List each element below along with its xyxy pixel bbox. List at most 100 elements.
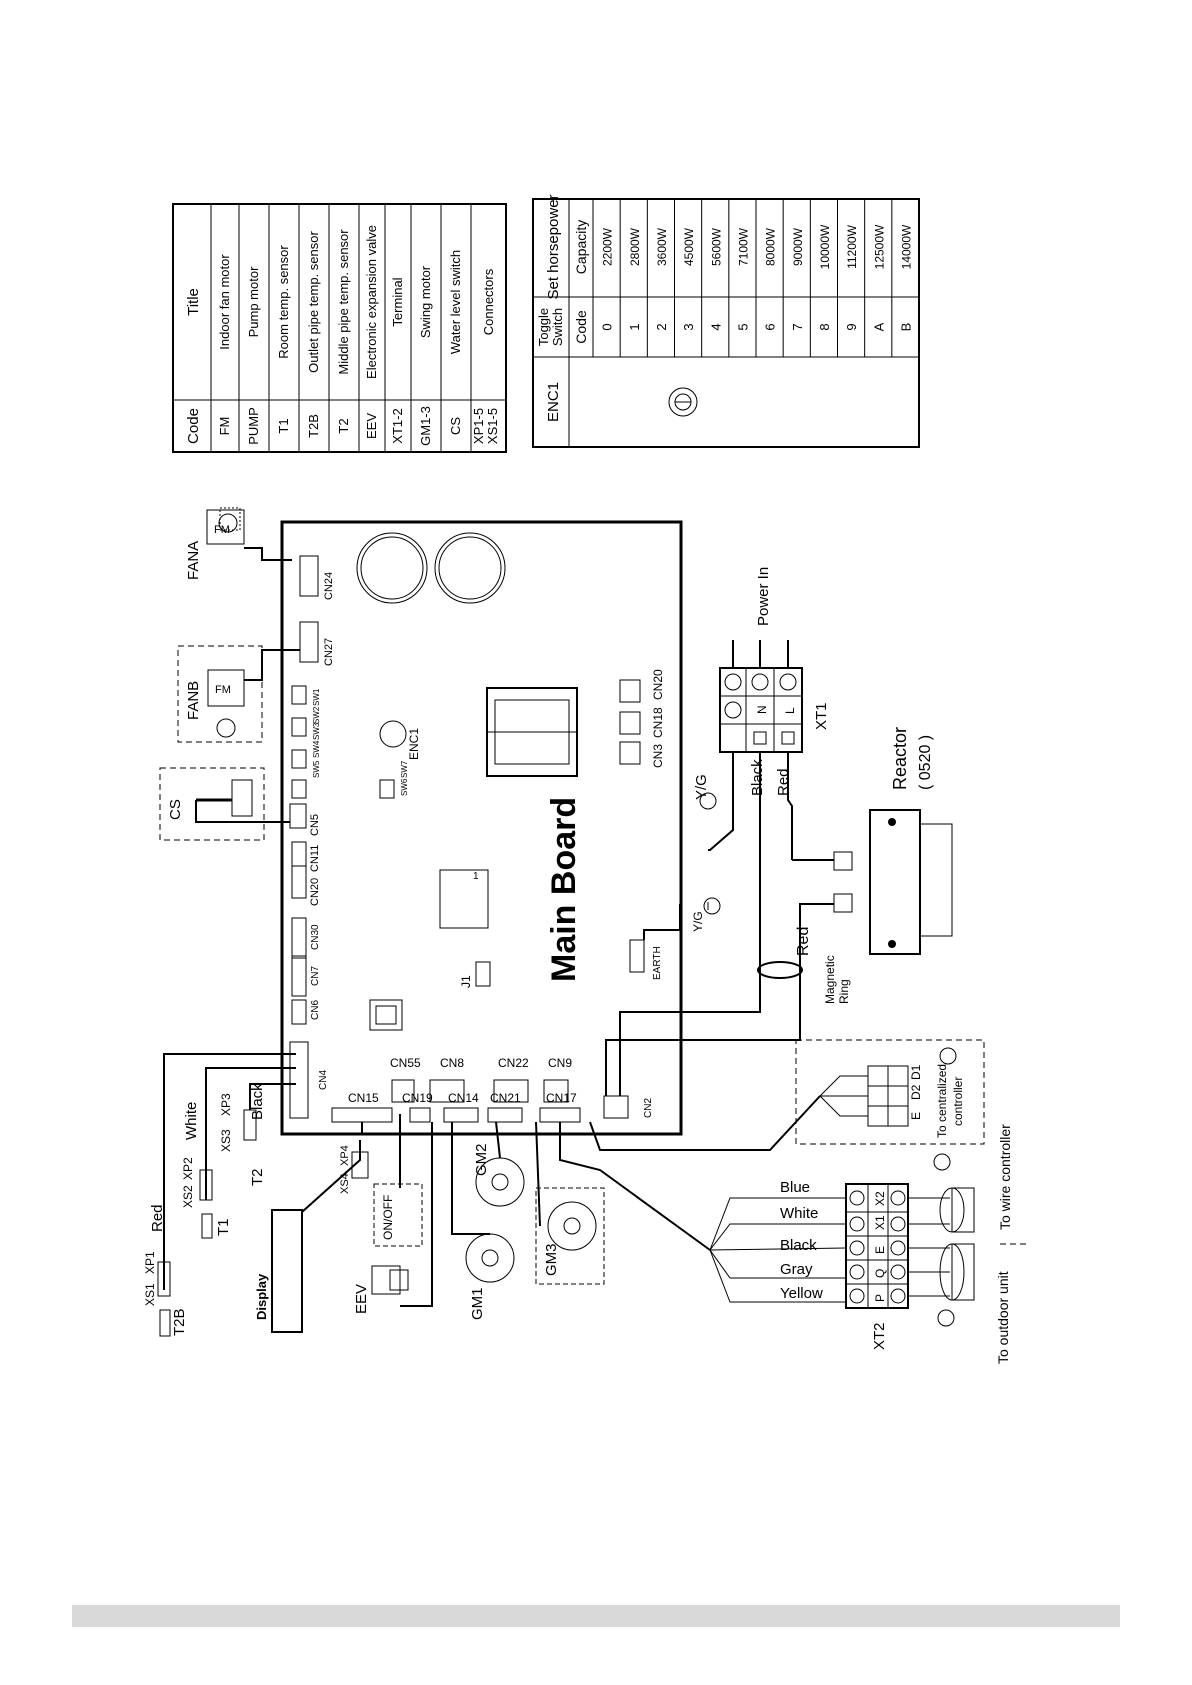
- svg-text:CN21: CN21: [490, 1091, 521, 1105]
- cn27-connector: CN27: [299, 621, 335, 666]
- code-subheader: Code: [573, 310, 589, 344]
- capacity-cell: 2200W: [601, 227, 615, 266]
- svg-text:1: 1: [473, 871, 479, 882]
- set-horsepower-header: Set horsepower: [545, 194, 562, 299]
- power-in-label: Power In: [755, 567, 772, 626]
- svg-text:CN2: CN2: [643, 1098, 654, 1118]
- earth-terminal: EARTH Y/G: [629, 897, 721, 980]
- title-cell: Swing motor: [418, 265, 433, 338]
- svg-text:Blue: Blue: [780, 1179, 810, 1196]
- svg-text:SW7: SW7: [400, 760, 409, 778]
- cn14-connector: CN14: [443, 1091, 479, 1123]
- swing-motor-gm1: GM1: [451, 1122, 515, 1320]
- sensor-t2: Black XS3 XP3 T2: [219, 1083, 296, 1186]
- svg-text:CN19: CN19: [402, 1091, 433, 1105]
- toggle-code-cell: A: [871, 322, 886, 331]
- toggle-code-cell: 2: [654, 323, 669, 330]
- cn2-connector: CN2: [603, 1095, 654, 1119]
- cable-outdoor: To outdoor unit: [908, 1243, 1030, 1364]
- display-board: Display XS4 XP4: [254, 1122, 369, 1333]
- svg-text:CN11: CN11: [309, 845, 321, 872]
- svg-text:CN3: CN3: [651, 744, 665, 768]
- svg-text:To outdoor unit: To outdoor unit: [995, 1271, 1011, 1364]
- svg-text:FANB: FANB: [185, 681, 202, 720]
- svg-text:CN30: CN30: [310, 924, 321, 950]
- svg-text:CN17: CN17: [546, 1091, 577, 1105]
- capacity-cell: 7100W: [736, 227, 750, 266]
- title-cell: Outlet pipe temp. sensor: [306, 231, 321, 373]
- svg-text:CS: CS: [167, 799, 184, 820]
- water-level-switch: CS: [159, 767, 290, 841]
- toggle-code-cell: 5: [735, 323, 750, 330]
- toggle-code-cell: 4: [708, 323, 723, 330]
- svg-text:XS2: XS2: [181, 1185, 195, 1208]
- svg-text:E: E: [909, 1112, 923, 1120]
- cn15-connector: CN15: [331, 1091, 393, 1123]
- svg-text:XS3: XS3: [219, 1129, 233, 1152]
- xt1-terminal: N L XT1 Power In Y/G Black Red: [619, 567, 830, 1096]
- svg-text:Black: Black: [749, 759, 766, 796]
- code-cell: T2: [336, 418, 351, 433]
- toggle-code-cell: 9: [844, 323, 859, 330]
- svg-text:XP4: XP4: [339, 1145, 351, 1166]
- svg-text:CN55: CN55: [390, 1056, 421, 1070]
- svg-text:XS4: XS4: [339, 1173, 351, 1194]
- svg-text:SW1: SW1: [312, 688, 321, 706]
- capacity-cell: 9000W: [791, 227, 805, 266]
- svg-text:White: White: [780, 1205, 818, 1222]
- svg-text:CN15: CN15: [348, 1091, 379, 1105]
- svg-text:Display: Display: [254, 1273, 269, 1320]
- code-cell: XP1-5XS1-5: [471, 408, 500, 444]
- on-off-switch: ON/OFF: [373, 1114, 423, 1247]
- title-header: Title: [185, 288, 202, 316]
- cn30-connector: CN30: [291, 917, 321, 959]
- svg-text:CN9: CN9: [548, 1056, 572, 1070]
- eev-valve: EEV: [353, 1122, 433, 1314]
- title-cell: Water level switch: [448, 250, 463, 354]
- code-cell: EEV: [364, 413, 379, 439]
- svg-text:Gray: Gray: [780, 1261, 813, 1278]
- svg-text:SW3: SW3: [312, 722, 321, 740]
- svg-text:Y/G: Y/G: [691, 911, 705, 932]
- svg-text:Q: Q: [873, 1269, 887, 1278]
- svg-text:X1: X1: [873, 1215, 887, 1230]
- svg-text:ON/OFF: ON/OFF: [381, 1195, 395, 1240]
- j1-jumper: J1: [459, 961, 491, 988]
- svg-text:EARTH: EARTH: [652, 946, 663, 980]
- toggle-code-cell: 3: [681, 323, 696, 330]
- svg-text:White: White: [183, 1102, 200, 1140]
- svg-text:N: N: [755, 705, 769, 714]
- svg-text:CN6: CN6: [310, 1000, 321, 1020]
- svg-text:CN24: CN24: [323, 572, 335, 600]
- capacity-cell: 14000W: [899, 224, 913, 269]
- main-board-title: Main Board: [545, 797, 583, 982]
- cn4-connector: CN4: [289, 1041, 329, 1119]
- svg-text:CN8: CN8: [440, 1056, 464, 1070]
- xt2-wire-colors: Blue White Black Gray Yellow: [559, 1122, 847, 1303]
- cn5-connector: CN5: [289, 803, 321, 836]
- fan-b: FM FANB: [177, 645, 300, 743]
- capacity-cell: 2800W: [628, 227, 642, 266]
- title-cell: Terminal: [390, 277, 405, 326]
- svg-text:ENC1: ENC1: [407, 728, 421, 760]
- svg-text:CN14: CN14: [448, 1091, 479, 1105]
- transformer-icon: [486, 687, 578, 777]
- enc1-rotary: ENC1: [379, 720, 421, 760]
- cn21-connector: CN21: [487, 1091, 523, 1123]
- svg-text:XP1: XP1: [143, 1251, 157, 1274]
- capacity-cell: 12500W: [872, 224, 886, 269]
- cn6-connector: CN6: [291, 999, 321, 1025]
- svg-text:Black: Black: [780, 1237, 817, 1254]
- toggle-code-cell: 0: [600, 323, 615, 330]
- svg-text:XT2: XT2: [871, 1322, 888, 1350]
- cn9-connector: CN9: [543, 1056, 572, 1103]
- rotary-switch-icon: [668, 387, 698, 417]
- svg-text:CN4: CN4: [318, 1070, 329, 1090]
- svg-text:D2: D2: [909, 1084, 923, 1100]
- capacity-cell: 4500W: [682, 227, 696, 266]
- svg-text:MagneticRing: MagneticRing: [823, 955, 851, 1004]
